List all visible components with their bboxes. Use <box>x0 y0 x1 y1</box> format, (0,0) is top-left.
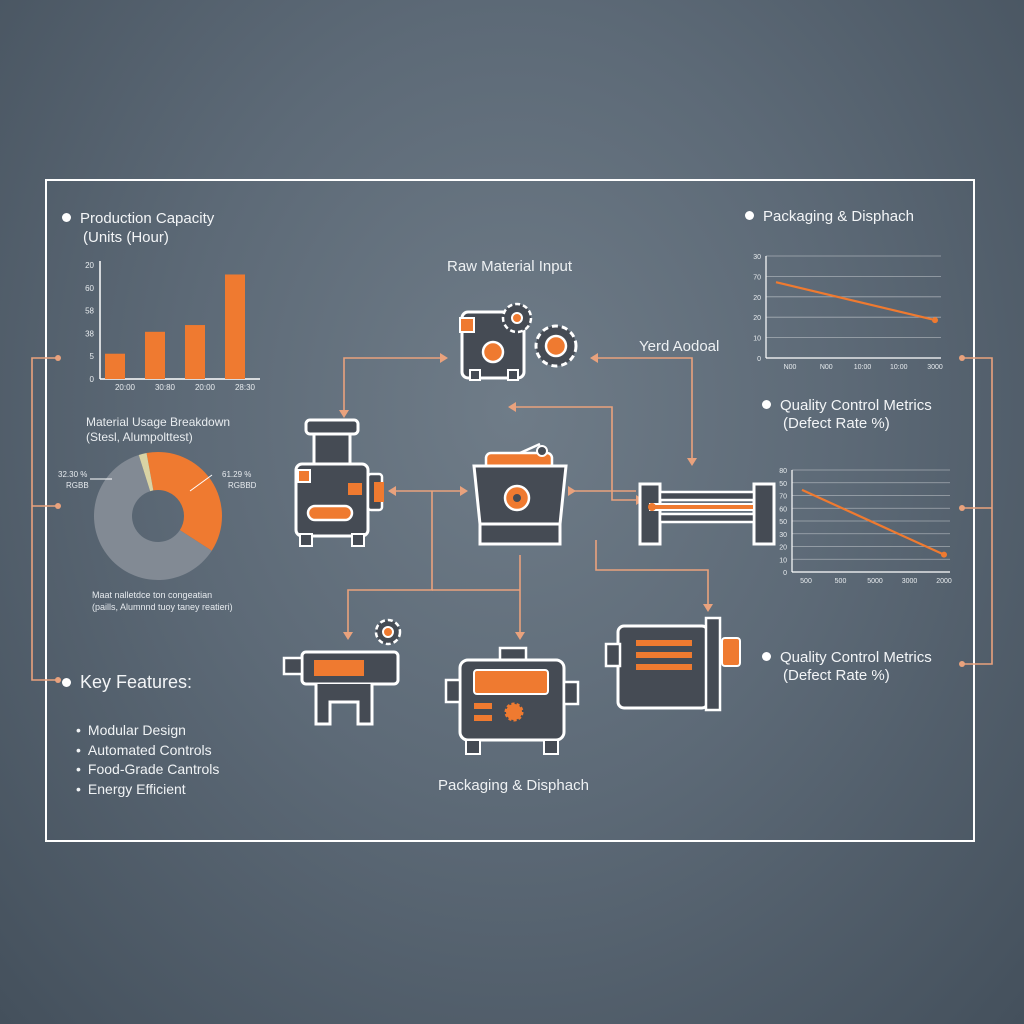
series-end-point <box>932 317 938 324</box>
y-tick-label: 30 <box>779 532 787 539</box>
y-tick-label: 20 <box>753 315 761 322</box>
quality-line-chart: 80 50 70 60 50 30 20 10 0 500 500 5000 3000 2000 <box>779 468 952 585</box>
bar <box>145 331 165 379</box>
y-tick-label: 20 <box>85 261 94 270</box>
y-tick-label: 20 <box>779 545 787 552</box>
y-tick-label: 0 <box>90 375 95 384</box>
grinder-machine-icon <box>294 418 384 547</box>
feature-item: Energy Efficient <box>76 780 219 800</box>
y-tick-label: 58 <box>85 307 94 316</box>
raw-material-mill-icon <box>459 302 578 381</box>
x-tick-label: 3000 <box>927 364 943 371</box>
bullet-dot-icon <box>62 213 71 222</box>
slicer-machine-icon <box>282 618 402 726</box>
packaging-machine-icon <box>444 646 580 755</box>
packaging-chart-title: Packaging & Disphach <box>745 207 914 227</box>
pie-right-sub: RGBBD <box>228 481 257 490</box>
pie-caption-1: Maat nalletdce ton congeatian <box>92 590 213 600</box>
quality-chart-2-title: Quality Control Metrics <box>762 648 932 668</box>
pie-slice <box>138 453 154 492</box>
production-capacity-title: Production Capacity <box>62 209 214 229</box>
y-tick-label: 60 <box>85 284 94 293</box>
mixer-tank-icon <box>472 442 568 546</box>
raw-material-input-label: Raw Material Input <box>447 258 573 275</box>
production-capacity-unit: (Units (Hour) <box>83 229 169 246</box>
feature-item: Food-Grade Cantrols <box>76 760 220 780</box>
bullet-dot-icon <box>62 678 71 687</box>
x-tick-label: 3000 <box>902 578 918 585</box>
y-tick-label: 70 <box>753 274 761 281</box>
y-tick-label: 70 <box>779 494 787 501</box>
bullet-dot-icon <box>745 211 754 220</box>
bullet-dot-icon <box>762 652 771 661</box>
pie-leader-line <box>189 474 213 492</box>
y-tick-label: 20 <box>753 295 761 302</box>
bullet-dot-icon <box>762 400 771 409</box>
y-tick-label: 50 <box>779 519 787 526</box>
y-tick-label: 0 <box>783 570 787 577</box>
material-usage-subtitle: (Stesl, Alumpolttest) <box>86 430 193 444</box>
x-tick-label: 2000 <box>936 578 952 585</box>
x-tick-label: 20:00 <box>115 383 136 392</box>
x-tick-label: 500 <box>835 578 847 585</box>
x-tick-label: 28:30 <box>235 383 256 392</box>
pie-left-sub: RGBB <box>66 481 89 490</box>
x-tick-label: 10:00 <box>854 364 872 371</box>
motor-unit-icon <box>604 616 741 712</box>
x-tick-label: 20:00 <box>195 383 216 392</box>
x-tick-label: 5000 <box>867 578 883 585</box>
pie-left-value: 32.30 % <box>58 470 88 479</box>
pie-slice <box>146 452 222 551</box>
yerd-aodoal-label: Yerd Aodoal <box>639 338 720 355</box>
bar <box>225 274 245 379</box>
y-tick-label: 80 <box>779 468 787 475</box>
features-list: Modular Design Automated Controls Food-G… <box>76 721 220 800</box>
series-line <box>775 281 936 322</box>
y-tick-label: 10 <box>753 336 761 343</box>
quality-chart-2-unit: (Defect Rate %) <box>783 667 890 684</box>
quality-chart-1-unit: (Defect Rate %) <box>783 415 890 432</box>
y-tick-label: 0 <box>757 356 761 363</box>
x-tick-label: N00 <box>820 364 833 371</box>
x-tick-label: 500 <box>800 578 812 585</box>
y-tick-label: 5 <box>90 352 95 361</box>
y-tick-label: 50 <box>779 481 787 488</box>
x-tick-label: 30:80 <box>155 383 176 392</box>
pie-caption-2: (paills, Alumnnd tuoy taney reatieri) <box>92 602 233 612</box>
packaging-dispatch-label: Packaging & Disphach <box>438 777 589 794</box>
feature-item: Automated Controls <box>76 741 219 761</box>
y-tick-label: 30 <box>753 254 761 261</box>
x-tick-label: N00 <box>784 364 797 371</box>
key-features-title: Key Features: <box>62 672 192 692</box>
conveyor-press-icon <box>638 482 776 546</box>
material-usage-title: Material Usage Breakdown <box>86 415 231 429</box>
bar <box>185 325 205 379</box>
quality-chart-1-title: Quality Control Metrics <box>762 396 932 416</box>
series-line <box>801 488 945 556</box>
y-tick-label: 38 <box>85 329 94 338</box>
production-capacity-bar-chart: 20 60 58 38 5 0 20:00 30:80 20:00 28:30 <box>85 261 260 392</box>
bar <box>105 353 125 379</box>
material-usage-pie-chart <box>90 452 222 580</box>
x-tick-label: 10:00 <box>890 364 908 371</box>
pie-right-value: 61.29 % <box>222 470 252 479</box>
pie-slice <box>93 454 212 580</box>
y-tick-label: 60 <box>779 506 787 513</box>
y-tick-label: 10 <box>779 557 787 564</box>
series-end-point <box>941 551 947 558</box>
feature-item: Modular Design <box>76 721 219 741</box>
diagram-frame <box>45 179 975 842</box>
